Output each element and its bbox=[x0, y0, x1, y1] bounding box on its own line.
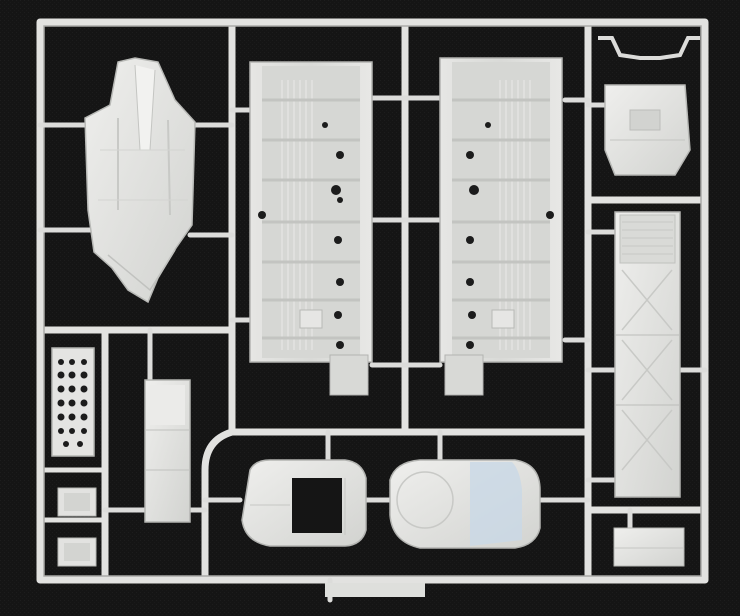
instrument-panel bbox=[51, 347, 95, 457]
sprue-frame-shadow bbox=[43, 25, 702, 577]
sprue-gates bbox=[37, 95, 708, 603]
long-floor-panel bbox=[614, 211, 681, 498]
sprue-frame bbox=[36, 18, 709, 584]
console-part bbox=[84, 57, 196, 304]
floor-piece-cutout bbox=[241, 459, 367, 547]
bench-part bbox=[144, 379, 191, 523]
floor-piece-blue bbox=[389, 459, 541, 549]
sprue-tab-bottom bbox=[325, 583, 425, 597]
top-right-small-parts bbox=[598, 36, 700, 176]
small-boxes bbox=[57, 487, 97, 567]
cabin-floor-left bbox=[249, 61, 373, 396]
cabin-floor-right bbox=[439, 57, 563, 396]
bottom-right-box bbox=[613, 527, 685, 567]
